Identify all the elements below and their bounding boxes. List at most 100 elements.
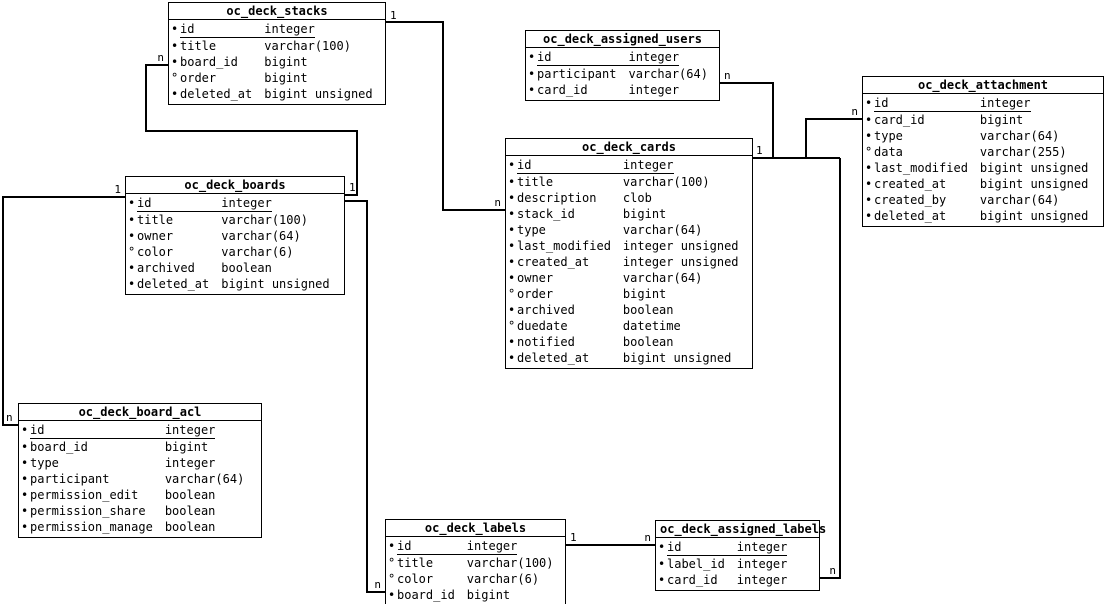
column-type: bigint bbox=[264, 71, 308, 85]
column-type: integer unsigned bbox=[622, 239, 739, 253]
notnull-marker-icon: • bbox=[528, 50, 536, 64]
notnull-marker-icon: • bbox=[508, 303, 516, 317]
column-type: varchar(64) bbox=[622, 271, 703, 285]
column-type: integer unsigned bbox=[622, 255, 739, 269]
notnull-marker-icon: • bbox=[21, 520, 29, 534]
column-name: created_at bbox=[517, 255, 590, 269]
notnull-marker-icon: • bbox=[388, 588, 396, 602]
column-name: card_id bbox=[537, 83, 588, 97]
table-title: oc_deck_labels bbox=[386, 520, 565, 537]
cardinality-label: 1 bbox=[349, 181, 356, 194]
column-type: integer bbox=[466, 539, 518, 555]
notnull-marker-icon: • bbox=[528, 67, 536, 81]
column-name: permission_share bbox=[30, 504, 146, 518]
column-name: label_id bbox=[667, 557, 725, 571]
notnull-marker-icon: • bbox=[128, 213, 136, 227]
nullable-marker-icon: ° bbox=[508, 319, 516, 333]
column-name: participant bbox=[30, 472, 110, 486]
cardinality-label: n bbox=[851, 105, 858, 118]
column-name: deleted_at bbox=[180, 87, 253, 101]
notnull-marker-icon: • bbox=[21, 456, 29, 470]
column-type: boolean bbox=[164, 488, 216, 502]
notnull-marker-icon: • bbox=[658, 573, 666, 587]
table-title: oc_deck_assigned_users bbox=[526, 31, 719, 48]
notnull-marker-icon: • bbox=[865, 209, 873, 223]
column-name: notified bbox=[517, 335, 575, 349]
cardinality-label: n bbox=[724, 69, 731, 82]
notnull-marker-icon: • bbox=[21, 504, 29, 518]
column-type: datetime bbox=[622, 319, 681, 333]
column-type: integer bbox=[736, 557, 788, 571]
notnull-marker-icon: • bbox=[388, 539, 396, 553]
notnull-marker-icon: • bbox=[128, 196, 136, 210]
column-name: order bbox=[180, 71, 217, 85]
notnull-marker-icon: • bbox=[21, 488, 29, 502]
column-name: type bbox=[517, 223, 546, 237]
column-type: bigint bbox=[264, 55, 308, 69]
notnull-marker-icon: • bbox=[128, 261, 136, 275]
column-type: varchar(64) bbox=[221, 229, 301, 243]
column-type: integer bbox=[736, 573, 788, 587]
notnull-marker-icon: • bbox=[171, 87, 179, 101]
nullable-marker-icon: ° bbox=[865, 145, 873, 159]
column-type: integer bbox=[164, 456, 216, 470]
column-type: varchar(6) bbox=[221, 245, 294, 259]
notnull-marker-icon: • bbox=[508, 175, 516, 189]
nullable-marker-icon: ° bbox=[508, 287, 516, 301]
column-type: bigint bbox=[622, 207, 667, 221]
cardinality-label: 1 bbox=[114, 183, 121, 196]
column-name: id bbox=[180, 21, 265, 38]
column-type: boolean bbox=[622, 303, 674, 317]
column-name: created_at bbox=[874, 177, 947, 191]
notnull-marker-icon: • bbox=[21, 423, 29, 437]
notnull-marker-icon: • bbox=[508, 158, 516, 172]
column-name: permission_manage bbox=[30, 520, 153, 534]
column-name: order bbox=[517, 287, 554, 301]
column-name: archived bbox=[517, 303, 575, 317]
notnull-marker-icon: • bbox=[128, 229, 136, 243]
column-type: bigint bbox=[164, 440, 209, 454]
cardinality-label: n bbox=[157, 51, 164, 64]
notnull-marker-icon: • bbox=[865, 129, 873, 143]
notnull-marker-icon: • bbox=[21, 472, 29, 486]
notnull-marker-icon: • bbox=[508, 239, 516, 253]
column-name: id bbox=[874, 95, 980, 112]
column-type: varchar(64) bbox=[979, 193, 1060, 207]
column-type: boolean bbox=[164, 520, 216, 534]
notnull-marker-icon: • bbox=[171, 22, 179, 36]
column-name: color bbox=[397, 572, 434, 586]
cardinality-label: n bbox=[644, 531, 651, 544]
column-type: bigint unsigned bbox=[264, 87, 373, 101]
column-type: varchar(64) bbox=[979, 129, 1060, 143]
column-name: board_id bbox=[180, 55, 238, 69]
column-name: color bbox=[137, 245, 174, 259]
column-type: boolean bbox=[221, 261, 272, 275]
notnull-marker-icon: • bbox=[21, 440, 29, 454]
column-name: type bbox=[874, 129, 903, 143]
cardinality-label: n bbox=[6, 411, 13, 424]
column-type: integer bbox=[164, 423, 216, 439]
notnull-marker-icon: • bbox=[128, 277, 136, 291]
column-type: varchar(64) bbox=[628, 67, 708, 81]
column-type: bigint unsigned bbox=[979, 209, 1089, 223]
column-type: integer bbox=[736, 540, 788, 556]
notnull-marker-icon: • bbox=[528, 83, 536, 97]
column-name: deleted_at bbox=[874, 209, 947, 223]
column-type: varchar(255) bbox=[979, 145, 1067, 159]
column-name: owner bbox=[517, 271, 554, 285]
cardinality-label: 1 bbox=[756, 144, 763, 157]
relationship-line-stacks-cards bbox=[386, 21, 505, 211]
